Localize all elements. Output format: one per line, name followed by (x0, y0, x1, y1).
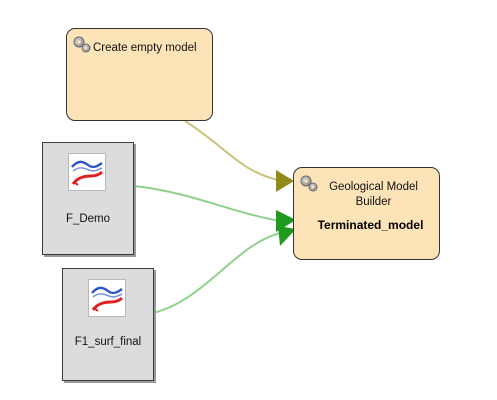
create-empty-model-label: Create empty model (93, 42, 197, 54)
link-f1surf-to-builder[interactable] (152, 232, 281, 314)
f1-surf-final-node[interactable]: F1_surf_final (62, 268, 154, 381)
create-empty-model-node[interactable]: Create empty model (66, 28, 213, 121)
surface-data-icon (88, 279, 126, 317)
builder-title-line2: Builder (355, 196, 392, 208)
gear-icon (73, 36, 91, 53)
builder-title-line1: Geological Model (329, 181, 418, 193)
f-demo-node[interactable]: F_Demo (42, 142, 134, 255)
f-demo-label: F_Demo (65, 213, 111, 225)
gear-icon (300, 175, 318, 192)
link-create-to-builder[interactable] (184, 120, 283, 182)
arrowhead-olive (276, 170, 294, 192)
geological-model-builder-node[interactable]: Geological Model Builder Terminated_mode… (293, 167, 440, 260)
arrowhead-green-lower (278, 226, 296, 246)
f1-surf-final-label: F1_surf_final (74, 336, 142, 348)
surface-data-icon (68, 153, 106, 191)
builder-output-label: Terminated_model (317, 218, 424, 232)
link-fdemo-to-builder[interactable] (133, 185, 281, 222)
